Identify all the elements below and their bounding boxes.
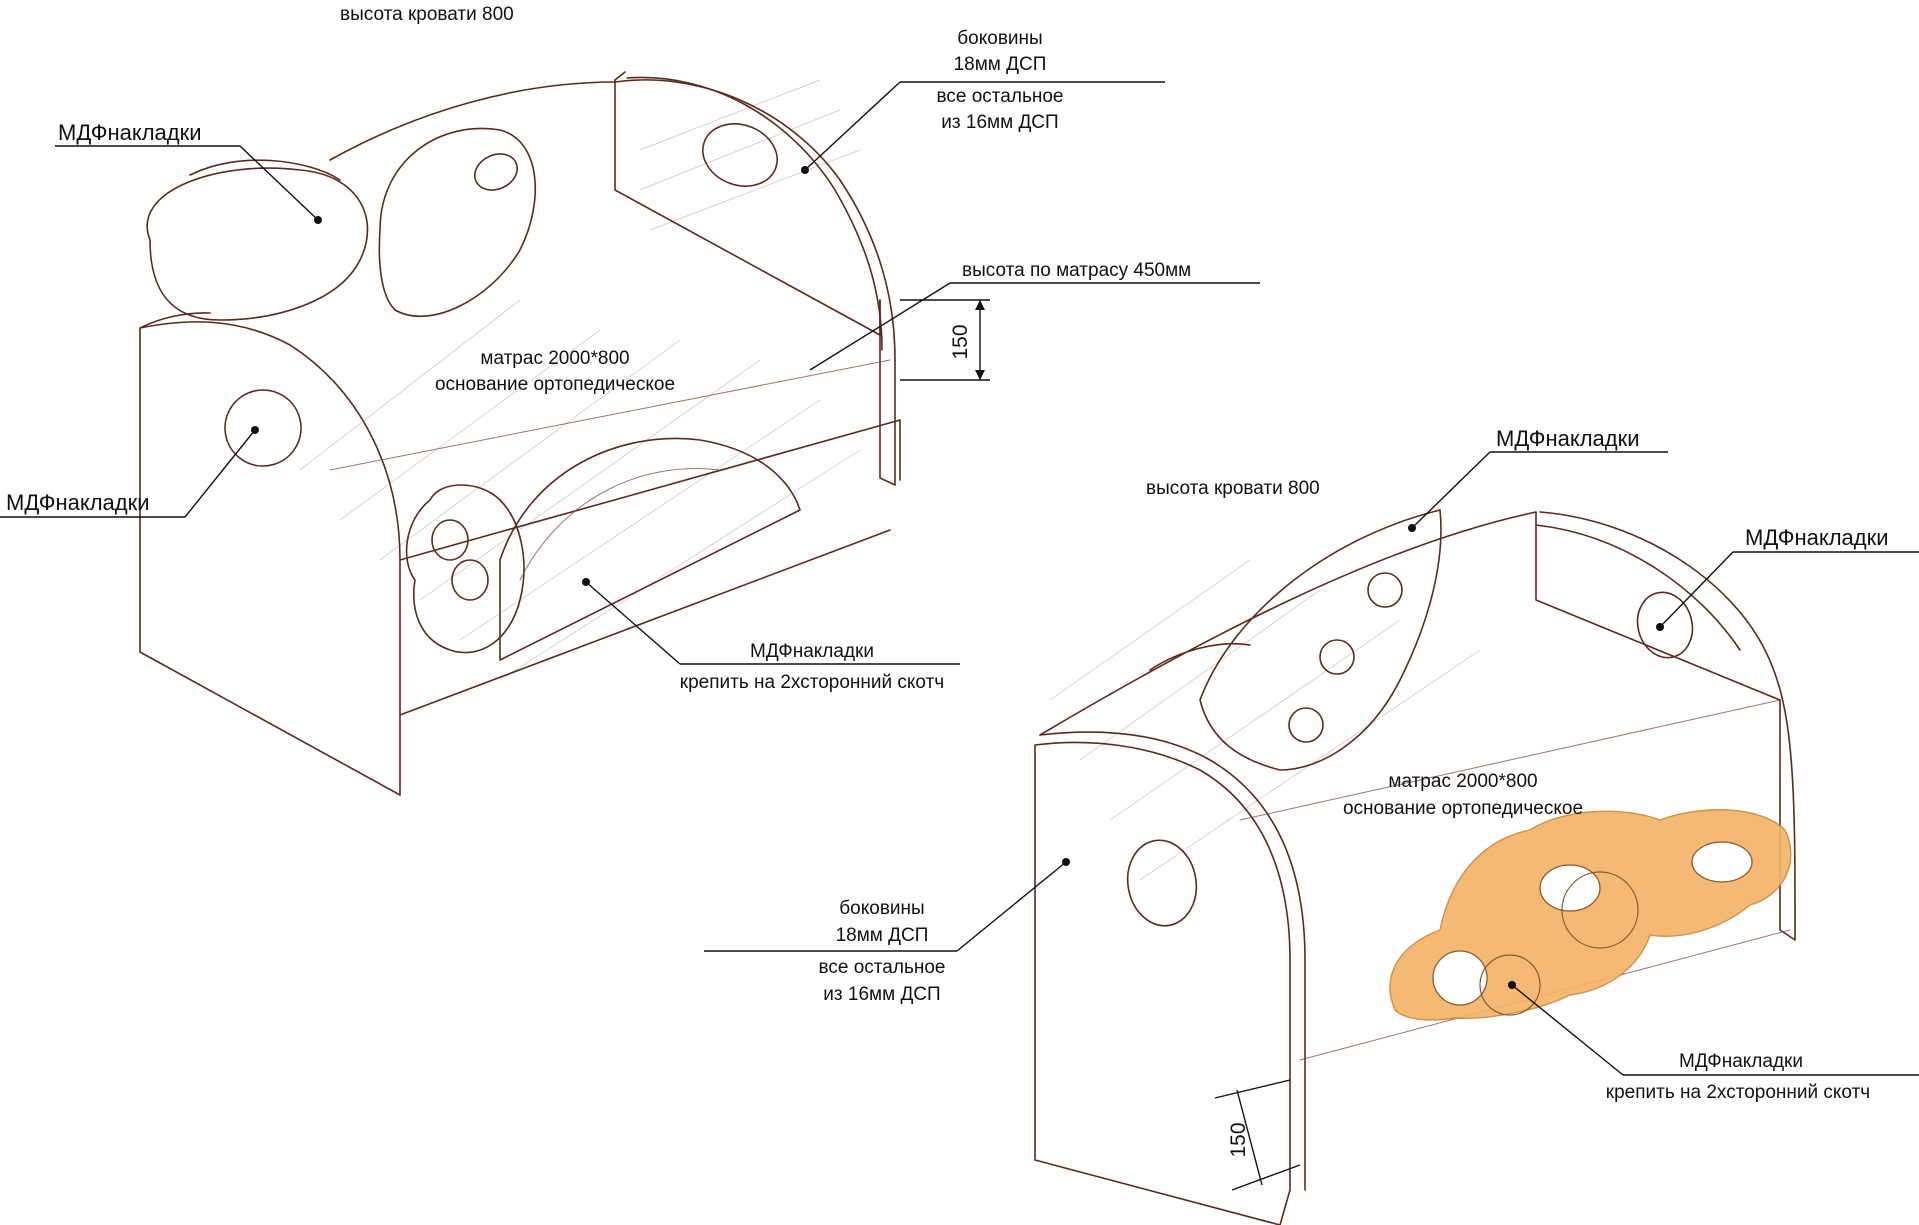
right-back-arch-inner — [626, 76, 883, 351]
mattress-line — [329, 359, 891, 471]
rocket-window-3 — [1288, 707, 1324, 743]
front-mdf-overlay-left — [405, 484, 525, 654]
front-mdf-circle-1 — [431, 519, 469, 561]
dimension-150-right: 150 — [1214, 1079, 1301, 1191]
highlighted-hole-2 — [1539, 864, 1601, 912]
top-mdf-oval-large — [378, 127, 537, 318]
highlighted-hole-1 — [1432, 950, 1488, 1006]
label-sides-1-line2: 18мм ДСП — [954, 54, 1047, 75]
leader-mdf-top-left: МДФнакладки — [55, 120, 322, 224]
front-side-panel-2 — [1034, 741, 1291, 1225]
leader-mattress-height: высота по матрасу 450мм — [809, 260, 1260, 371]
highlighted-ring-1 — [1561, 871, 1639, 949]
left-side-panel-edge — [139, 312, 211, 329]
back-arch-2-inner — [1535, 524, 1741, 651]
back-rail — [329, 81, 616, 161]
rocket-mdf-overlay — [1199, 509, 1442, 771]
label-mdf-bottom-2-line1: МДФнакладки — [1679, 1051, 1803, 1072]
leader-mdf-right-2: МДФнакладки — [1656, 525, 1919, 631]
bed-sketch-2: 150 МДФнакладки высота кровати 800 МДФна… — [704, 426, 1919, 1225]
top-mdf-wing-left-back — [189, 159, 341, 181]
label-mattress-2-line1: матрас 2000*800 — [1388, 771, 1537, 792]
top-mdf-oval-large-hole — [474, 153, 518, 191]
front-mdf-overlay-wave — [499, 437, 801, 661]
back-panel-2 — [1535, 511, 1781, 701]
leader-mdf-side-left: МДФнакладки — [0, 426, 259, 518]
mattress-line-2 — [1239, 699, 1781, 821]
leader-sides-2: боковины 18мм ДСП все остальное из 16мм … — [704, 858, 1070, 1005]
label-sides-1-line4: из 16мм ДСП — [941, 112, 1058, 133]
leader-mdf-front-1: МДФнакладки крепить на 2хсторонний скотч — [582, 578, 960, 693]
right-arch-mdf-oval — [702, 123, 778, 187]
label-sides-2-line2: 18мм ДСП — [836, 925, 929, 946]
label-mdf-side-left: МДФнакладки — [6, 490, 150, 515]
back-panel-top — [614, 71, 626, 81]
label-mattress-height: высота по матрасу 450мм — [962, 260, 1191, 281]
label-sides-2-line1: боковины — [839, 898, 924, 919]
highlighted-mdf-shape — [1389, 809, 1792, 1021]
rocket-window-1 — [1367, 572, 1403, 608]
label-mattress-1-line1: матрас 2000*800 — [480, 348, 629, 369]
label-mattress-1-line2: основание ортопедическое — [435, 374, 675, 395]
paper-hatching-1 — [299, 79, 861, 681]
rocket-window-2 — [1319, 639, 1355, 675]
label-sides-1-line1: боковины — [957, 28, 1042, 49]
left-side-mdf-oval — [224, 389, 302, 467]
label-mdf-bottom-2-line2: крепить на 2хсторонний скотч — [1606, 1082, 1870, 1103]
highlighted-ring-2 — [1479, 954, 1541, 1016]
leader-sides-1: боковины 18мм ДСП все остальное из 16мм … — [801, 28, 1165, 174]
highlighted-mdf-overlay — [1389, 809, 1792, 1021]
label-mdf-top-left: МДФнакладки — [58, 120, 202, 145]
label-mdf-right-2: МДФнакладки — [1745, 525, 1889, 550]
left-side-panel — [139, 321, 401, 796]
back-arch-2 — [1539, 511, 1796, 941]
front-mdf-circle-2 — [451, 559, 489, 601]
highlighted-hole-3 — [1691, 841, 1753, 883]
front-mdf-overlay-wave-inner — [519, 468, 721, 581]
front-bottom-rail — [399, 419, 901, 561]
dimension-150-left: 150 — [900, 299, 990, 381]
front-side-mdf-oval-2 — [1126, 839, 1198, 927]
back-rail-2 — [1039, 511, 1537, 736]
front-side-panel-2-edge — [1039, 731, 1306, 1191]
bed-sketch-1: 150 МДФнакладки МДФнакладки высота крова… — [0, 4, 1260, 796]
paper-hatching-2 — [1049, 559, 1481, 881]
leader-mdf-bottom-2: МДФнакладки крепить на 2хсторонний скотч — [1508, 981, 1919, 1103]
label-mattress-2-line2: основание ортопедическое — [1343, 798, 1583, 819]
label-mdf-front-1-line2: крепить на 2хсторонний скотч — [680, 672, 944, 693]
dimension-150-right-label: 150 — [1227, 1122, 1250, 1157]
right-back-arch — [614, 79, 896, 486]
top-mdf-wing-left — [146, 167, 369, 321]
label-bed-height-2: высота кровати 800 — [1146, 478, 1320, 499]
label-sides-2-line4: из 16мм ДСП — [823, 984, 940, 1005]
label-mdf-front-1-line1: МДФнакладки — [750, 641, 874, 662]
leader-mdf-top-2: МДФнакладки — [1408, 426, 1668, 532]
label-sides-1-line3: все остальное — [937, 86, 1064, 107]
back-panel — [614, 79, 881, 336]
rocket-mdf-fin — [1149, 642, 1251, 671]
label-mdf-top-2: МДФнакладки — [1496, 426, 1640, 451]
dimension-150-left-label: 150 — [949, 324, 972, 359]
label-bed-height-1: высота кровати 800 — [340, 4, 514, 25]
front-bottom-rail-lower — [399, 529, 891, 716]
label-sides-2-line3: все остальное — [819, 957, 946, 978]
